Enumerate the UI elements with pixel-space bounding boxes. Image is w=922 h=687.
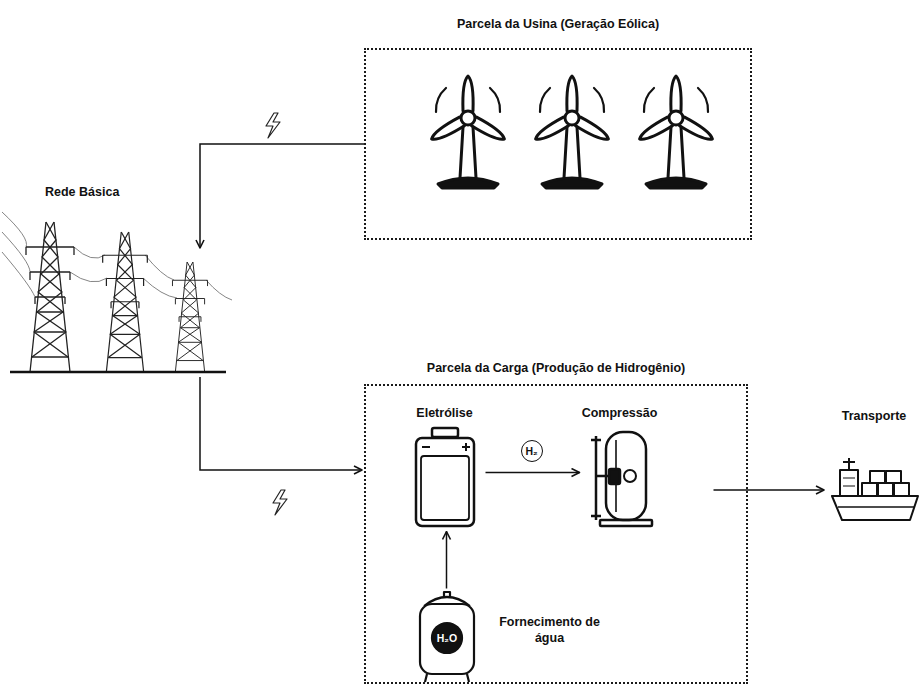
process-node: Compressão bbox=[586, 428, 654, 528]
tank-label: H₂O bbox=[437, 632, 457, 644]
flow-arrow bbox=[486, 472, 580, 474]
node-heading: Parcela da Carga (Produção de Hidrogênio… bbox=[427, 360, 685, 376]
node-label: Rede Básica bbox=[45, 184, 119, 200]
node-heading: Fornecimento de água bbox=[498, 614, 602, 647]
node-label: Parcela da Carga (Produção de Hidrogênio… bbox=[427, 360, 685, 376]
compressor bbox=[591, 432, 652, 526]
flow-arrow bbox=[714, 489, 825, 491]
lightning-symbol bbox=[266, 113, 287, 515]
flow-arrow bbox=[200, 144, 364, 248]
cargo-ship bbox=[832, 458, 918, 520]
node-heading: Rede Básica bbox=[45, 184, 119, 200]
node-label: Transporte bbox=[842, 408, 907, 424]
transmission-towers bbox=[2, 212, 232, 372]
wind-turbines bbox=[429, 76, 715, 188]
plant-region: Parcela da Usina (Geração Eólica) bbox=[364, 48, 752, 240]
node-label: Compressão bbox=[582, 405, 658, 421]
node-label: Fornecimento de água bbox=[498, 614, 602, 647]
node-label: Parcela da Usina (Geração Eólica) bbox=[457, 16, 659, 32]
flow-arrow bbox=[446, 532, 448, 589]
node-label: Eletrólise bbox=[416, 405, 472, 421]
transport-node: Transporte bbox=[830, 452, 918, 522]
flow-arrow bbox=[200, 377, 362, 470]
load-region: EletróliseCompressãoFornecimento de água… bbox=[364, 384, 748, 684]
node-heading: Parcela da Usina (Geração Eólica) bbox=[457, 16, 659, 32]
node-heading: Compressão bbox=[582, 405, 658, 421]
process-node: Eletrólise bbox=[414, 428, 476, 528]
node-heading: Eletrólise bbox=[416, 405, 472, 421]
grid-node: Rede Básica bbox=[10, 250, 230, 375]
electrolyser-battery bbox=[416, 428, 474, 526]
node-heading: Transporte bbox=[842, 408, 907, 424]
water-tank bbox=[420, 592, 474, 682]
edge-label: H₂ bbox=[521, 440, 543, 462]
